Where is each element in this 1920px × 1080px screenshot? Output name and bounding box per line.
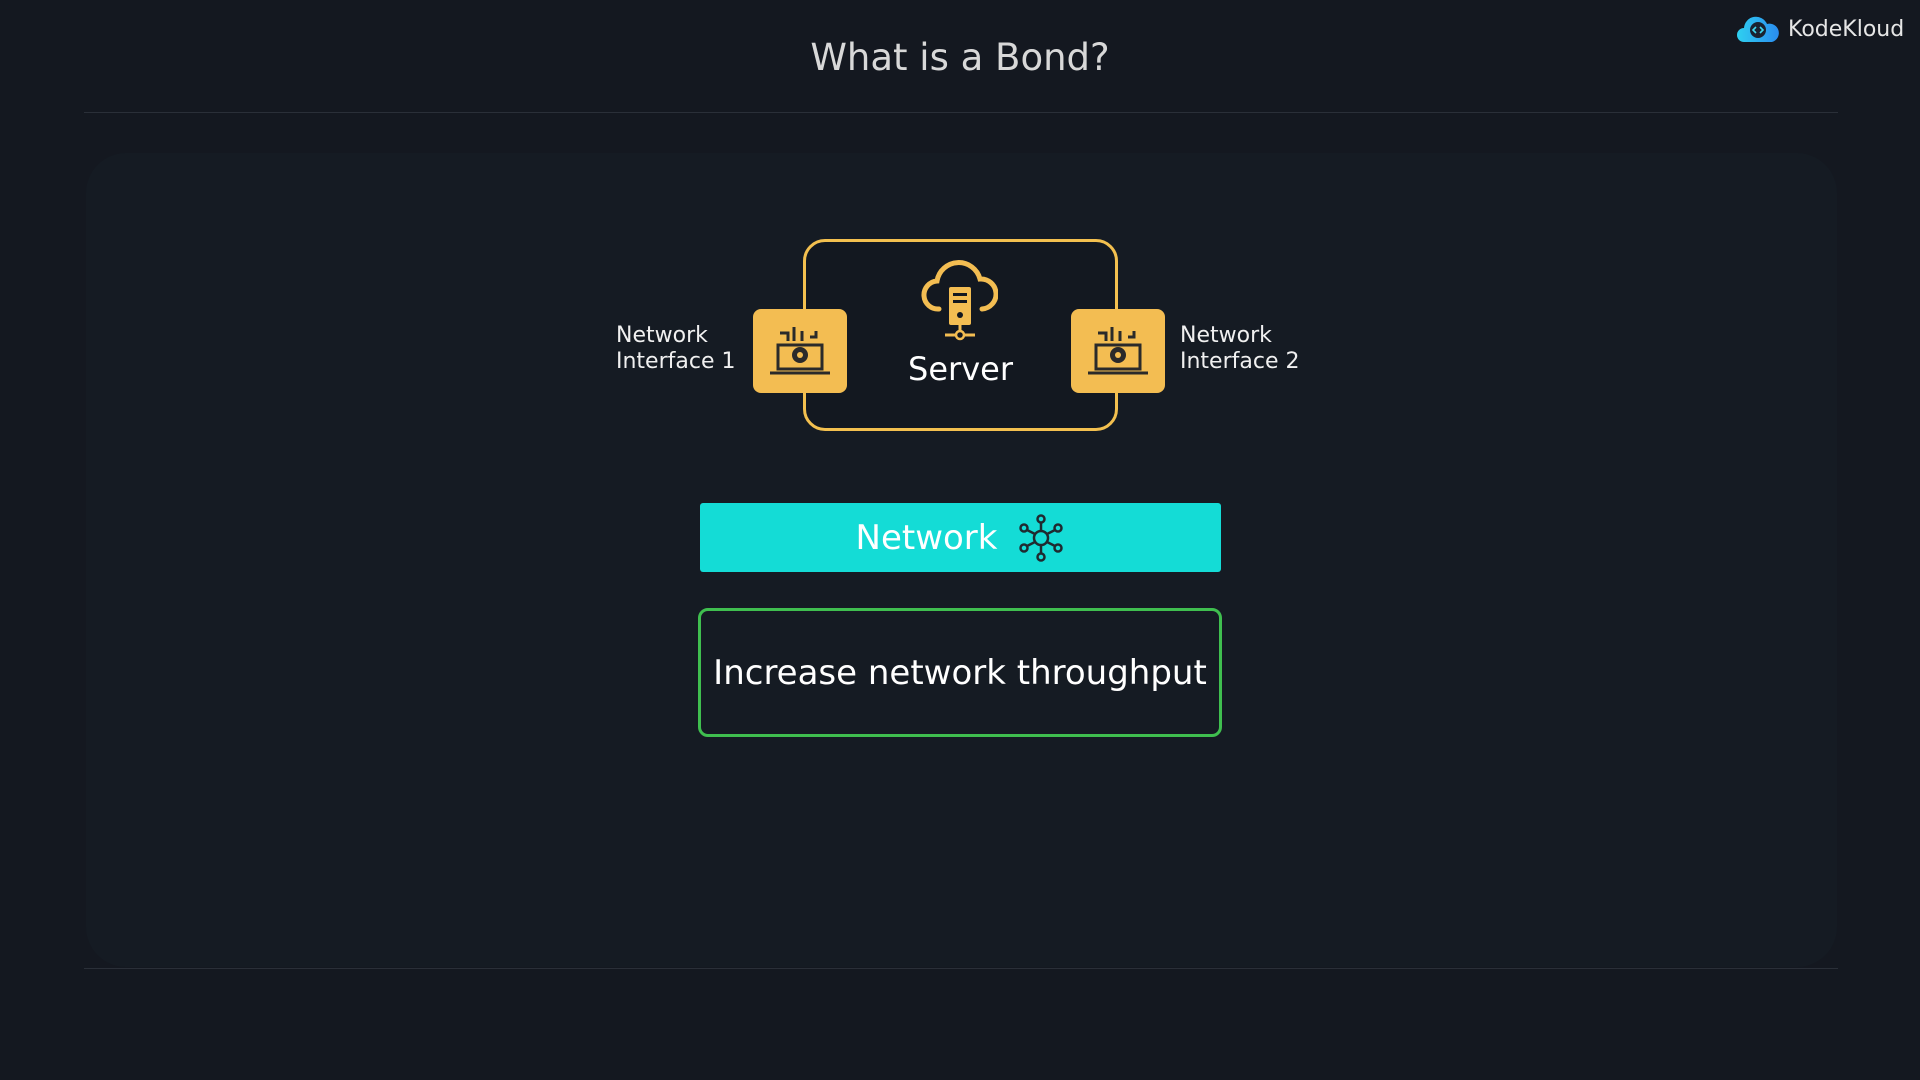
brand-logo: KodeKloud — [1736, 14, 1904, 44]
network-label: Network — [855, 517, 998, 558]
network-bar: Network — [700, 503, 1221, 572]
benefit-box: Increase network throughput — [698, 608, 1222, 737]
label-line: Interface 2 — [1180, 349, 1300, 374]
network-hub-icon — [1019, 513, 1064, 562]
benefit-text: Increase network throughput — [713, 652, 1207, 693]
brand-name: KodeKloud — [1788, 16, 1905, 42]
network-interface-2 — [1071, 309, 1165, 393]
bottom-divider — [84, 968, 1838, 969]
laptop-gear-icon — [1088, 327, 1148, 375]
cloud-server-icon — [921, 260, 998, 341]
kodekloud-cloud-icon — [1737, 16, 1779, 42]
label-line: Interface 1 — [616, 349, 736, 374]
top-divider — [84, 112, 1838, 113]
label-line: Network — [616, 323, 708, 348]
label-line: Network — [1180, 323, 1272, 348]
server-label: Server — [908, 350, 1013, 388]
laptop-gear-icon — [770, 327, 830, 375]
slide-title: What is a Bond? — [810, 36, 1110, 79]
network-interface-1 — [753, 309, 847, 393]
